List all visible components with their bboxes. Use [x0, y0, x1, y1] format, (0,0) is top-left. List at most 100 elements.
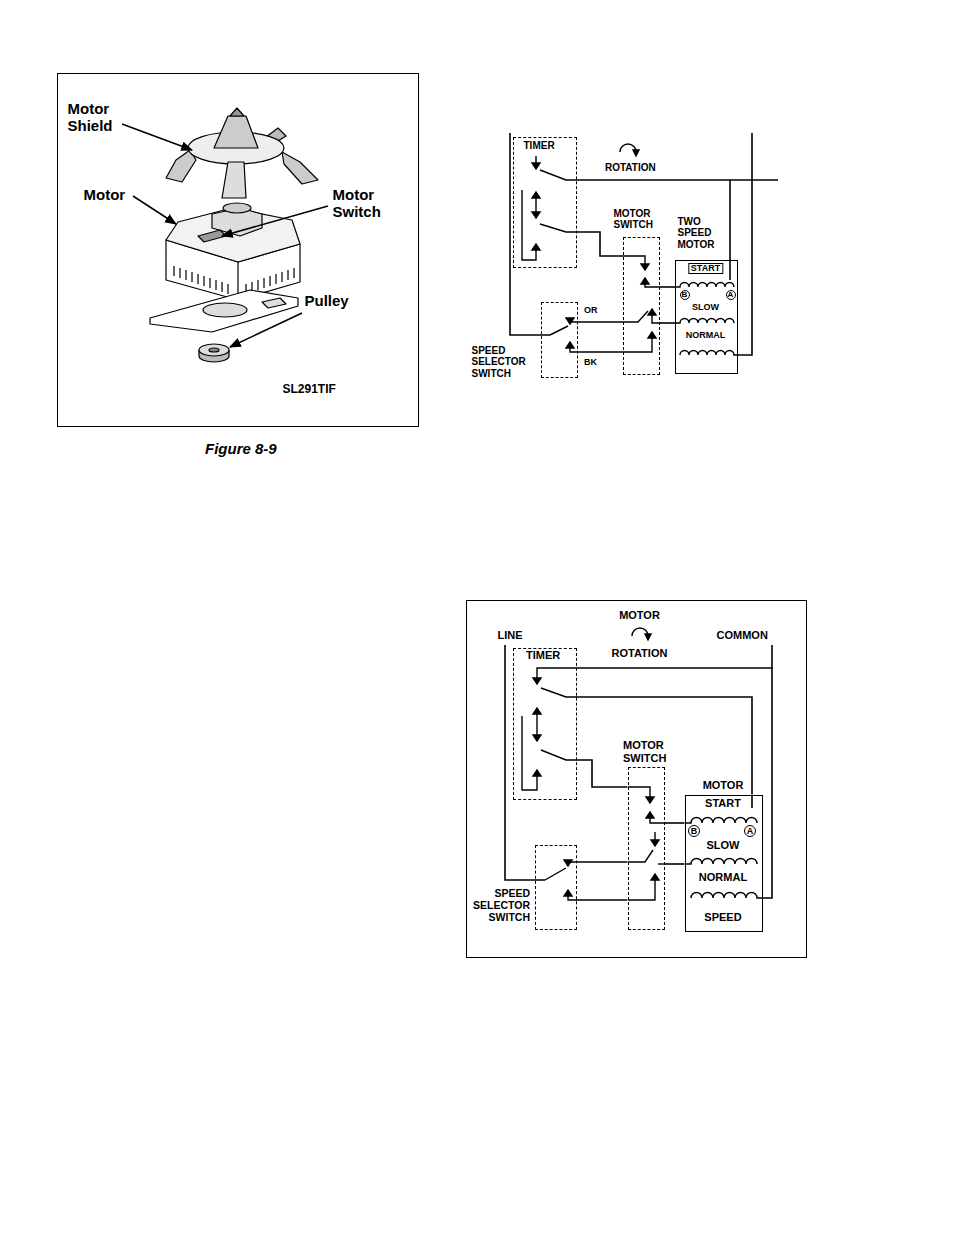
timer-contacts — [533, 708, 541, 714]
winding-coil — [680, 351, 738, 355]
speed-selector-box: SPEED SELECTOR SWITCH — [535, 845, 577, 930]
timer-box: TIMER — [513, 648, 577, 800]
timer-contacts — [541, 688, 577, 697]
winding-coil — [675, 283, 734, 288]
wire-color-label: BK — [584, 357, 597, 367]
timer-contacts — [533, 735, 541, 741]
power-line-label: LINE — [498, 629, 523, 642]
timer-contacts — [535, 156, 536, 163]
timer-contacts — [532, 212, 540, 218]
figure-code: SL291TIF — [283, 383, 336, 397]
switch-contacts — [646, 797, 654, 803]
switch-contacts — [641, 278, 649, 284]
switch-contacts — [564, 890, 572, 896]
rotation-label: ROTATION — [605, 162, 656, 174]
switch-contacts — [623, 311, 648, 322]
mounting-plate — [262, 298, 286, 308]
wire — [738, 133, 752, 355]
wire-connector — [665, 822, 685, 824]
figure-frame: Motor ShieldMotorMotor SwitchPulleySL291… — [57, 73, 419, 427]
component-label: TIMER — [524, 140, 555, 152]
winding-label: NORMAL — [686, 330, 726, 340]
switch-contacts — [628, 880, 655, 900]
switch-contacts — [545, 256, 665, 900]
wire-connector — [665, 863, 685, 865]
switch-contacts — [648, 332, 656, 338]
switch-contacts — [628, 850, 653, 862]
switch-contacts — [623, 256, 645, 264]
switch-contacts — [651, 840, 659, 846]
component-label: TIMER — [526, 649, 560, 662]
timer-box: TIMER — [513, 137, 577, 268]
timer-contacts — [541, 750, 577, 760]
wire-connector — [578, 351, 623, 353]
timer-contacts — [535, 198, 536, 212]
part-label: Motor Switch — [333, 186, 381, 221]
motor-shield — [282, 152, 318, 184]
winding-label: START — [688, 263, 723, 275]
switch-contacts — [650, 818, 665, 823]
switch-contacts — [651, 874, 659, 880]
switch-contacts — [566, 318, 574, 324]
wire-connector — [660, 322, 675, 324]
wire — [729, 260, 731, 280]
switch-contacts — [564, 860, 572, 866]
component-label: MOTOR — [703, 779, 744, 792]
leader-line — [222, 206, 328, 236]
figure-caption: Figure 8-9 — [205, 440, 277, 457]
pulley — [209, 348, 219, 352]
wire — [771, 645, 773, 668]
winding-label: NORMAL — [699, 871, 747, 884]
pulley — [199, 344, 229, 356]
leader-line — [133, 196, 176, 224]
part-label: Motor — [84, 186, 126, 203]
winding-coil — [675, 283, 763, 899]
component-label: MOTOR SWITCH — [614, 208, 653, 231]
wire-connector — [577, 232, 623, 256]
rotation-arrow — [633, 150, 639, 156]
component-label: SPEED SELECTOR SWITCH — [472, 345, 526, 380]
leader-line — [122, 124, 328, 347]
switch-contacts — [654, 832, 655, 840]
switch-contacts — [648, 309, 656, 315]
leader-line — [122, 124, 192, 150]
motor-body — [166, 203, 300, 300]
component-label: TWO SPEED MOTOR — [678, 216, 715, 251]
switch-contacts — [628, 787, 650, 797]
timer-contacts — [522, 190, 536, 260]
terminal-marker: A — [744, 825, 756, 837]
pulley — [199, 344, 229, 362]
wire-connector — [660, 286, 675, 288]
timer-contacts — [532, 163, 540, 169]
timer-contacts — [540, 170, 577, 180]
timer-contacts — [532, 192, 540, 198]
power-line-label: COMMON — [717, 629, 768, 642]
wire-connector — [577, 760, 628, 787]
motor-body — [174, 266, 228, 294]
terminal-marker: A — [726, 290, 736, 300]
schematic-frame: LINEMOTOR ROTATIONCOMMONTIMERMOTOR SWITC… — [466, 600, 807, 958]
motor-shield — [166, 108, 318, 198]
switch-contacts — [545, 868, 566, 880]
motor-shield — [214, 116, 258, 148]
speed-label: SPEED — [704, 911, 741, 924]
switch-contacts — [646, 812, 654, 818]
timer-contacts — [537, 668, 577, 678]
timer-contacts — [532, 244, 540, 250]
wire-connector — [577, 668, 773, 898]
wire-color-label: OR — [584, 305, 598, 315]
motor-switch-box: MOTOR SWITCH — [628, 767, 665, 930]
switch-contacts — [645, 284, 660, 287]
timer-contacts — [533, 678, 541, 684]
motor-body — [223, 203, 251, 213]
wire — [510, 133, 550, 335]
winding-coil — [685, 859, 757, 865]
rotation-arrow — [645, 634, 651, 640]
component-label: MOTOR SWITCH — [623, 739, 666, 764]
wire-connector — [577, 899, 628, 901]
winding-coil — [691, 893, 763, 898]
winding-coil — [685, 818, 757, 824]
